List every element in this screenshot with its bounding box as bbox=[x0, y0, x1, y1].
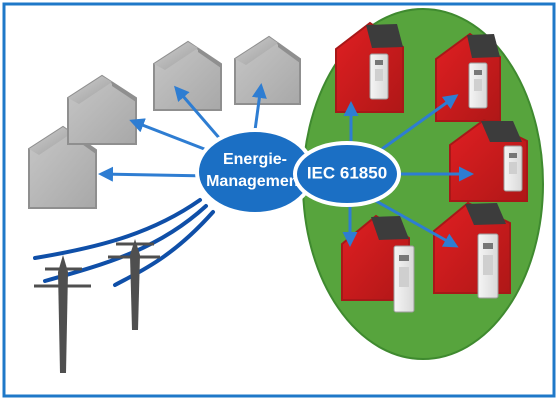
gray-house-4 bbox=[234, 35, 301, 105]
energy-management-line-1: Energie- bbox=[223, 151, 287, 168]
power-tower-right bbox=[108, 239, 160, 330]
gray-house-1 bbox=[28, 125, 97, 209]
red-house-bottom-right bbox=[433, 201, 511, 299]
gray-house-3 bbox=[153, 40, 222, 111]
power-tower-left bbox=[34, 255, 91, 373]
energy-management-line-2: Management bbox=[206, 173, 304, 190]
gray-house-2 bbox=[67, 74, 137, 145]
red-house-bottom-left bbox=[341, 214, 415, 313]
iec-standard-node: IEC 61850 bbox=[293, 141, 401, 207]
iec-standard-label: IEC 61850 bbox=[307, 163, 387, 182]
iec-connections bbox=[342, 94, 474, 248]
energy-management-node: Energie- Management bbox=[195, 128, 315, 216]
red-house-top-left bbox=[335, 21, 404, 113]
